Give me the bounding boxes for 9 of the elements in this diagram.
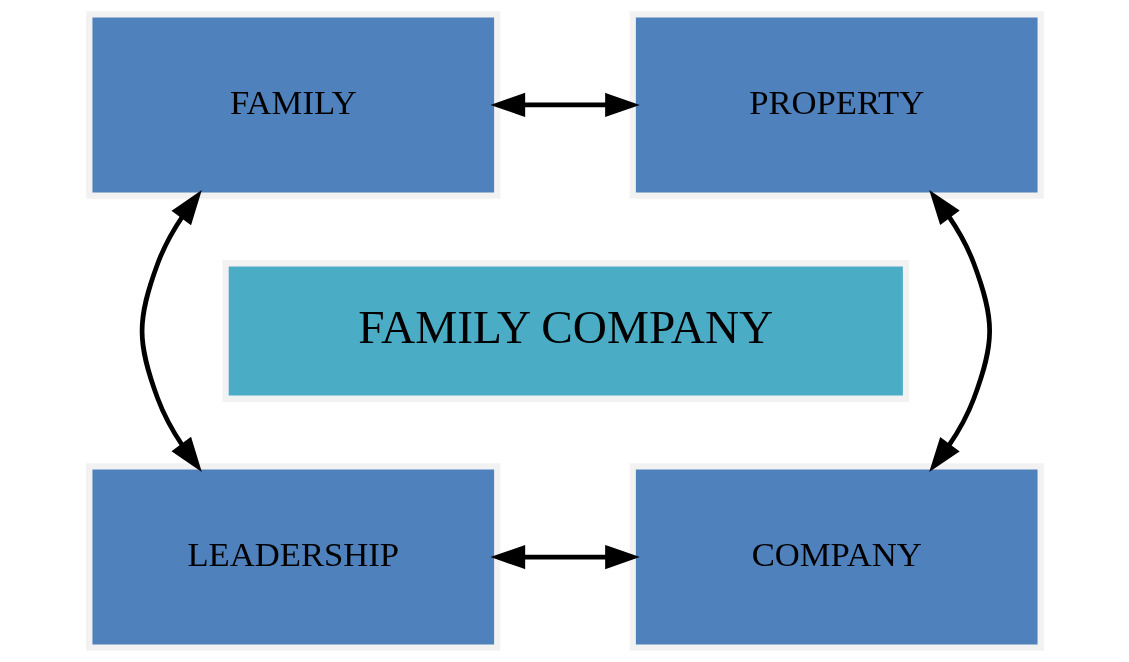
node-box: PROPERTY bbox=[629, 11, 1044, 199]
arrow bbox=[489, 92, 640, 118]
arrow bbox=[139, 190, 202, 472]
node-box: FAMILY bbox=[85, 11, 500, 199]
arrow bbox=[489, 544, 640, 570]
node-box: LEADERSHIP bbox=[85, 463, 500, 651]
arrow bbox=[928, 189, 992, 473]
node-box: FAMILY COMPANY bbox=[221, 260, 909, 402]
node-box: COMPANY bbox=[629, 463, 1044, 651]
